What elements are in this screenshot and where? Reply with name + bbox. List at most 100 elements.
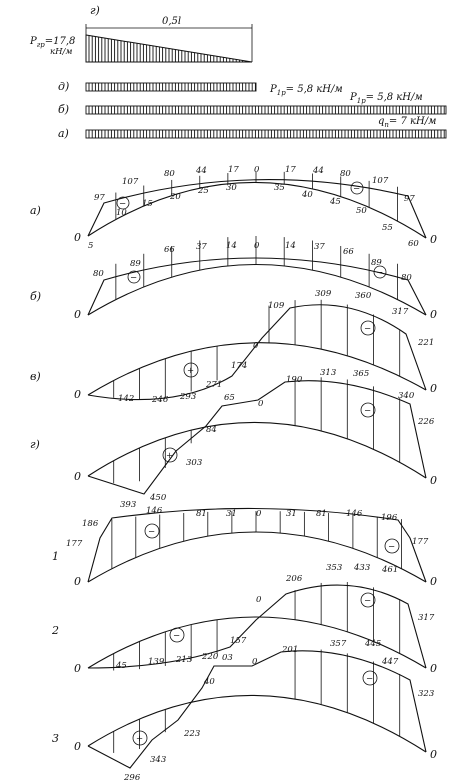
svg-text:177: 177 (412, 537, 429, 547)
svg-text:309: 309 (315, 289, 332, 299)
svg-text:15: 15 (142, 199, 153, 209)
svg-text:323: 323 (418, 689, 434, 699)
svg-text:317: 317 (418, 613, 435, 623)
svg-text:293: 293 (179, 392, 196, 402)
diagram-a-bottom-values: 5 10 15 20 25 30 35 40 45 50 55 60 (88, 183, 419, 251)
diagram-g-label: г) (30, 438, 40, 451)
svg-text:89: 89 (371, 258, 382, 268)
diagram-a-outline (87, 179, 427, 239)
diagram-2-label: 2 (51, 624, 59, 637)
diagram-1-label: 1 (52, 550, 59, 563)
diagram-v-top-values: 109 309 360 317 221 (268, 289, 434, 348)
diagram-b-support-right: 0 (430, 308, 437, 321)
svg-text:296: 296 (123, 773, 141, 783)
diagram-b-sign-left: − (130, 273, 137, 283)
diagram-3-axis (87, 694, 427, 753)
svg-text:223: 223 (183, 729, 200, 739)
diagram-a-ordinates (115, 171, 398, 222)
svg-text:66: 66 (164, 245, 175, 255)
svg-text:450: 450 (149, 493, 167, 503)
svg-text:357: 357 (330, 639, 347, 649)
diagram-v-outline (87, 304, 427, 401)
diagram-v-label: в) (30, 370, 41, 383)
diagram-3-support-right: 0 (430, 748, 437, 761)
svg-text:433: 433 (353, 563, 370, 573)
load-d-value: P1р= 5,8 кН/м (269, 84, 343, 97)
svg-text:45: 45 (329, 197, 341, 207)
svg-text:360: 360 (355, 291, 372, 301)
svg-text:340: 340 (398, 391, 415, 401)
diagram-b-sign-right: − (376, 268, 383, 278)
svg-text:14: 14 (226, 241, 237, 251)
load-bar (85, 82, 257, 92)
svg-text:31: 31 (226, 509, 237, 519)
diagram-2-support-left: 0 (74, 662, 81, 675)
svg-text:81: 81 (196, 509, 207, 519)
svg-text:40: 40 (203, 677, 215, 687)
diagram-2-top-values: 206 353 433 461 317 (285, 563, 435, 623)
load-a-label: а) (58, 127, 69, 140)
svg-text:139: 139 (148, 657, 165, 667)
svg-text:445: 445 (364, 639, 381, 649)
diagram-a-top-values: 97 107 80 44 17 0 17 44 80 107 97 (94, 165, 415, 204)
svg-text:25: 25 (197, 186, 209, 196)
svg-text:221: 221 (417, 338, 434, 348)
svg-text:220: 220 (201, 652, 219, 662)
diagram-g-axis (87, 421, 427, 479)
diagram-2-sign-left: − (173, 631, 180, 641)
svg-text:196: 196 (381, 513, 398, 523)
load-b-value: P1р= 5,8 кН/м (349, 92, 423, 105)
load-a-value: qп= 7 кН/м (378, 116, 436, 129)
svg-text:65: 65 (224, 393, 235, 403)
svg-text:142: 142 (118, 394, 134, 404)
load-schemes: г) 0,5l Pгр=17,8 кН/м д) P1р= 5,8 кН/м б… (29, 4, 447, 140)
diagram-g-top-values: 65 0 190 313 365 340 226 (224, 368, 435, 427)
diagram-3-support-left: 0 (74, 740, 81, 753)
diagram-v-support-right: 0 (430, 382, 437, 395)
svg-text:146: 146 (346, 509, 363, 519)
svg-text:201: 201 (281, 645, 298, 655)
svg-text:0: 0 (256, 595, 262, 605)
svg-text:14: 14 (285, 241, 296, 251)
svg-text:80: 80 (93, 269, 104, 279)
load-d-label: д) (58, 80, 69, 93)
svg-text:31: 31 (286, 509, 297, 519)
diagram-b-label: б) (30, 290, 41, 303)
load-b-hatch (85, 105, 447, 115)
svg-text:03: 03 (222, 653, 233, 663)
diagram-g-sign-right: − (364, 406, 371, 416)
diagram-3-sign-right: − (366, 674, 373, 684)
diagram-3-outline (87, 650, 427, 769)
load-g-hatch (88, 35, 250, 62)
svg-text:45: 45 (115, 661, 127, 671)
diagram-a-sign-right: − (353, 184, 360, 194)
svg-text:81: 81 (316, 509, 327, 519)
diagram-2-axis (87, 616, 427, 669)
svg-text:0: 0 (254, 241, 260, 251)
svg-text:44: 44 (195, 166, 207, 176)
svg-text:89: 89 (130, 259, 141, 269)
svg-text:55: 55 (382, 223, 393, 233)
svg-text:80: 80 (340, 169, 351, 179)
diagram-1-sign-left: − (148, 527, 155, 537)
load-g-width: 0,5l (162, 16, 181, 27)
svg-text:271: 271 (205, 380, 222, 390)
svg-text:97: 97 (404, 194, 415, 204)
diagram-1-ordinates (111, 511, 402, 569)
load-g-value: Pгр=17,8 (29, 36, 75, 49)
diagram-1-top-values: 177 186 393 146 81 31 0 31 81 146 196 17… (66, 500, 429, 549)
diagram-1-outline (87, 507, 427, 583)
svg-text:0: 0 (253, 341, 259, 351)
svg-text:107: 107 (122, 177, 139, 187)
svg-text:37: 37 (196, 242, 207, 252)
diagram-a-support-left: 0 (74, 231, 81, 244)
diagram-a-axis (87, 181, 427, 239)
diagram-3-sign-left: + (136, 734, 143, 744)
svg-text:317: 317 (392, 307, 409, 317)
diagram-2-sign-right: − (364, 596, 371, 606)
diagram-3-top-values: 40 03 0 201 357 445 447 323 (203, 639, 434, 699)
diagram-a-label: а) (30, 204, 41, 217)
svg-text:66: 66 (343, 247, 354, 257)
diagram-g-ordinates (113, 377, 401, 484)
svg-text:447: 447 (381, 657, 399, 667)
